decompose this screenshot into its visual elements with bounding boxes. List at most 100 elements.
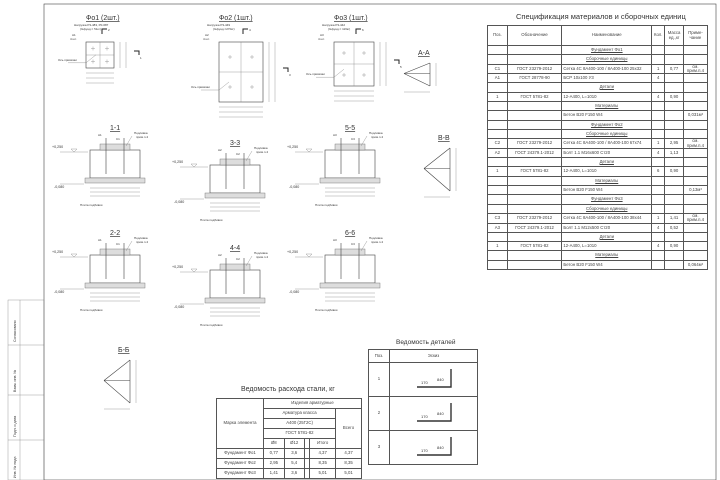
spec-header-cell: Поз. xyxy=(487,25,508,46)
spec-cell xyxy=(487,54,508,65)
spec-section-label: Сборочные единицы xyxy=(561,128,653,140)
level-mark-top xyxy=(60,148,88,153)
cut-label: 3 xyxy=(289,73,291,77)
steel-col-header: Итого xyxy=(309,438,337,449)
anchor-bolt-mark xyxy=(362,73,366,77)
slab-label: Плита подбивки xyxy=(80,203,103,207)
axis-label: Ось привязки xyxy=(306,72,325,76)
spec-cell xyxy=(651,44,666,56)
steel-group: Изделия арматурные xyxy=(263,398,362,409)
detail-pos: 2 xyxy=(368,396,390,431)
spec-cell xyxy=(682,250,709,261)
steel-grade: А400 (25Г2С) xyxy=(262,418,337,429)
plan-load: Нагрузка Р3-449 xyxy=(207,23,230,27)
spec-cell xyxy=(487,259,508,271)
spec-cell xyxy=(664,194,684,205)
grout-label: Подливка xyxy=(134,131,148,135)
anchor-label: А3 xyxy=(320,33,324,37)
leader xyxy=(360,240,368,252)
spec-cell: 0,52 xyxy=(664,222,684,233)
spec-cell: 4 xyxy=(651,147,666,159)
spec-row: Детали xyxy=(487,82,709,93)
spec-row: Детали xyxy=(487,231,709,243)
spec-cell xyxy=(682,194,709,205)
anchor-bolt-mark xyxy=(250,55,254,59)
spec-cell: 0,064м³ xyxy=(682,259,709,271)
anchor-bolt-mark xyxy=(250,85,254,89)
steel-cell: 4,37 xyxy=(309,448,337,459)
spec-cell xyxy=(682,82,709,93)
anchor-label: А2 xyxy=(218,148,222,152)
cut-marker xyxy=(134,50,140,55)
level-bottom: -0,080 xyxy=(54,290,64,294)
spec-cell xyxy=(664,231,684,243)
mesh-label: С2 xyxy=(236,257,240,261)
spec-header-cell: Обозначение xyxy=(506,25,563,46)
anchor-bolt-mark xyxy=(91,46,95,51)
plan-fo1: Фо1 (2шт.)Нагрузка Р3-483, Р0-687(Gфунд.… xyxy=(58,15,142,84)
anchor-label: А2 xyxy=(218,253,222,257)
section-title: 3-3 xyxy=(230,140,240,147)
anchor-bolts xyxy=(225,258,245,294)
spec-cell: Болт 1.1 М12х500 Ст20 xyxy=(561,222,653,233)
spec-cell: 0,031м³ xyxy=(682,110,709,121)
spec-row: Детали xyxy=(487,157,709,168)
anchor-bolt-mark xyxy=(228,55,232,59)
details-header-sketch: Эскиз xyxy=(389,349,478,363)
section-title: 6-6 xyxy=(345,230,355,237)
level-top: +0,250 xyxy=(52,250,63,254)
steel-cell: Фундамент Фо3 xyxy=(216,468,264,479)
detail-dim-b: 840 xyxy=(437,411,444,416)
anchor-bolts xyxy=(340,138,360,174)
section-5-5: 5-5+0,250-0,080А3С3Подливкаприм.п.4Плита… xyxy=(287,125,383,207)
spec-cell xyxy=(506,119,563,130)
spec-cell: см. прим.п.4 xyxy=(682,63,709,75)
spec-cell: 2,95 xyxy=(664,138,684,149)
slab-label: Плита подбивки xyxy=(200,218,223,222)
sheet-frame xyxy=(43,3,717,480)
detail-dim-a: 170 xyxy=(421,380,428,385)
spec-cell: Бетон B20 F150 W4 xyxy=(561,259,653,271)
spec-cell: 4 xyxy=(651,91,666,103)
section-6-6: 6-6+0,250-0,080А3С3Подливкаприм.п.4Плита… xyxy=(287,230,383,312)
spec-cell xyxy=(506,259,563,271)
leader xyxy=(125,135,133,147)
spec-cell: 1 xyxy=(487,166,508,177)
spec-section-label: Материалы xyxy=(561,175,653,187)
spec-row: Материалы xyxy=(487,250,709,261)
spec-cell xyxy=(664,110,684,121)
spec-cell xyxy=(506,54,563,65)
leader xyxy=(360,135,368,147)
level-bottom: -0,080 xyxy=(289,185,299,189)
steel-gost: ГОСТ 5781-82 xyxy=(262,428,337,439)
spec-cell xyxy=(682,241,709,252)
plan-load: Нагрузка Р3-483, Р0-687 xyxy=(74,23,109,27)
plan-fo3: Фо3 (1шт.)Нагрузка Р3-442(Gфунд.= 116кг)… xyxy=(306,15,402,102)
spec-row: Сборочные единицы xyxy=(487,128,709,140)
spec-cell: А2 xyxy=(487,147,508,159)
mesh-label: С3 xyxy=(351,242,355,246)
steel-table: Марка элемента Изделия арматурные Армату… xyxy=(216,398,362,479)
spec-cell xyxy=(682,44,709,56)
section-2-2: 2-2+0,250-0,080А1С1Подливкаприм.п.4Плита… xyxy=(52,230,148,312)
anchor-bolts xyxy=(340,243,360,279)
section-title: 4-4 xyxy=(230,245,240,252)
spec-section-label: Детали xyxy=(561,82,653,93)
pedestal xyxy=(89,149,141,179)
spec-cell: 0,13м³ xyxy=(682,185,709,196)
spec-cell xyxy=(487,194,508,205)
level-bottom: -0,080 xyxy=(174,200,184,204)
steel-mark-header: Марка элемента xyxy=(216,398,264,449)
leader xyxy=(245,255,253,267)
level-mark-top xyxy=(180,163,208,168)
spec-cell xyxy=(682,128,709,140)
spec-cell: 1 xyxy=(651,138,666,149)
axis-label: Ось привязки xyxy=(191,85,210,89)
spec-cell: 0,77 xyxy=(664,63,684,75)
